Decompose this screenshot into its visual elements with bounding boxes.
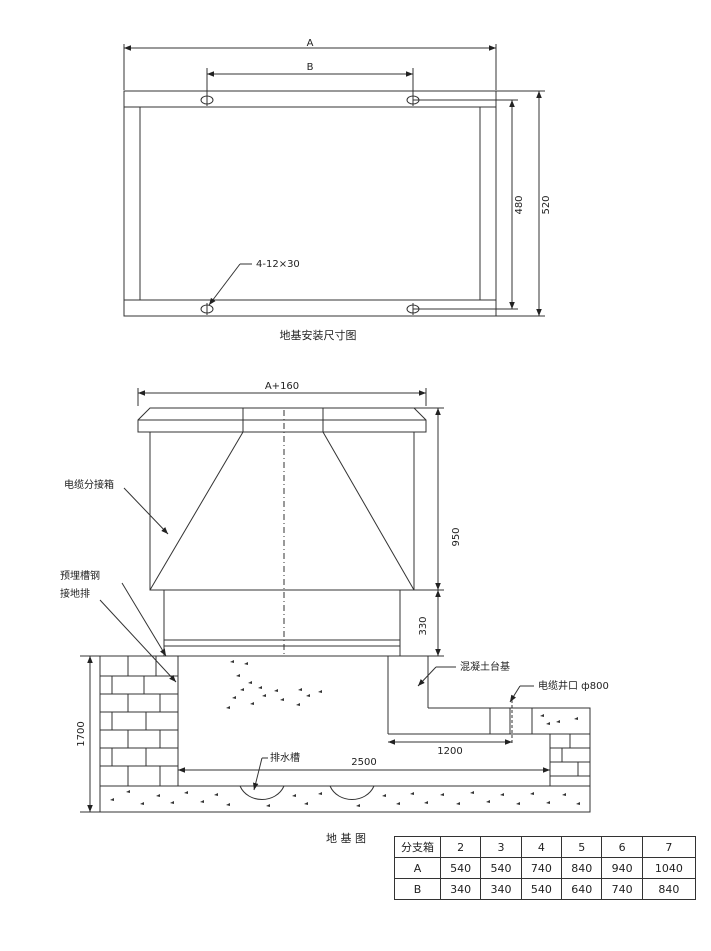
table-row: A 540 540 740 840 940 1040 [394, 857, 697, 879]
table-cell: 3 [480, 836, 522, 858]
label-ground-bar: 接地排 [60, 587, 90, 600]
table-header-row: 分支箱 2 3 4 5 6 7 [394, 836, 697, 858]
table-cell: 分支箱 [394, 836, 441, 858]
table-cell: 840 [641, 878, 697, 900]
label-concrete-base: 混凝土台基 [460, 660, 510, 673]
table-cell: 940 [601, 857, 643, 879]
frame-top-beam [123, 90, 497, 108]
box-leader [123, 487, 169, 535]
table-cell: 340 [439, 878, 482, 900]
mounting-hole [200, 303, 214, 315]
table-cell: 6 [601, 836, 643, 858]
cable-well-wall [489, 700, 591, 787]
frame-right-post [479, 106, 497, 301]
mounting-hole [200, 94, 214, 106]
cable-distribution-box [149, 431, 415, 591]
table-row: B 340 340 540 640 740 840 [394, 878, 697, 900]
dim-520-label: 520 [541, 195, 552, 214]
table-cell: 540 [439, 857, 482, 879]
dim-a-label: A [307, 38, 314, 49]
dim-950-label: 950 [451, 527, 462, 546]
table-cell: 1040 [641, 857, 697, 879]
table-cell: 340 [480, 878, 522, 900]
dim-480-label: 480 [514, 195, 525, 214]
table-cell: 540 [520, 878, 563, 900]
section-view-caption: 地 基 图 [326, 832, 366, 845]
label-cable-box: 电缆分接箱 [64, 478, 114, 491]
table-cell: 540 [480, 857, 522, 879]
label-drain-channel: 排水槽 [270, 751, 300, 764]
left-brick-wall [99, 655, 179, 787]
ground-leader [99, 599, 177, 683]
concrete-base-slab [99, 785, 591, 813]
section-view [80, 388, 591, 813]
table-cell: 5 [561, 836, 603, 858]
dim-1200-label: 1200 [437, 746, 462, 757]
dim-top-label: A+160 [265, 381, 299, 392]
table-cell: 740 [520, 857, 563, 879]
frame-left-post [123, 106, 141, 301]
table-cell: 2 [439, 836, 482, 858]
box-base [163, 589, 401, 657]
table-cell: 740 [601, 878, 643, 900]
dim-b-label: B [307, 62, 314, 73]
table-cell: 640 [561, 878, 603, 900]
table-cell: B [394, 878, 441, 900]
label-cable-well: 电缆井口 ф800 [538, 679, 609, 692]
dim-2500-label: 2500 [351, 757, 376, 768]
hole-spec-label: 4-12×30 [256, 259, 300, 270]
soil-marks [110, 660, 580, 807]
table-cell: 7 [641, 836, 697, 858]
table-cell: A [394, 857, 441, 879]
spec-table: 分支箱 2 3 4 5 6 7 A 540 540 740 840 940 10… [394, 836, 697, 900]
top-view [123, 44, 545, 317]
dim-1700-label: 1700 [76, 721, 87, 746]
table-cell: 4 [520, 836, 563, 858]
dim-330-label: 330 [418, 616, 429, 635]
top-view-caption: 地基安装尺寸图 [280, 328, 357, 342]
channel-leader [121, 582, 167, 657]
label-embedded-channel: 预埋槽钢 [60, 569, 100, 582]
frame-bottom-beam [123, 299, 497, 317]
table-cell: 840 [561, 857, 603, 879]
